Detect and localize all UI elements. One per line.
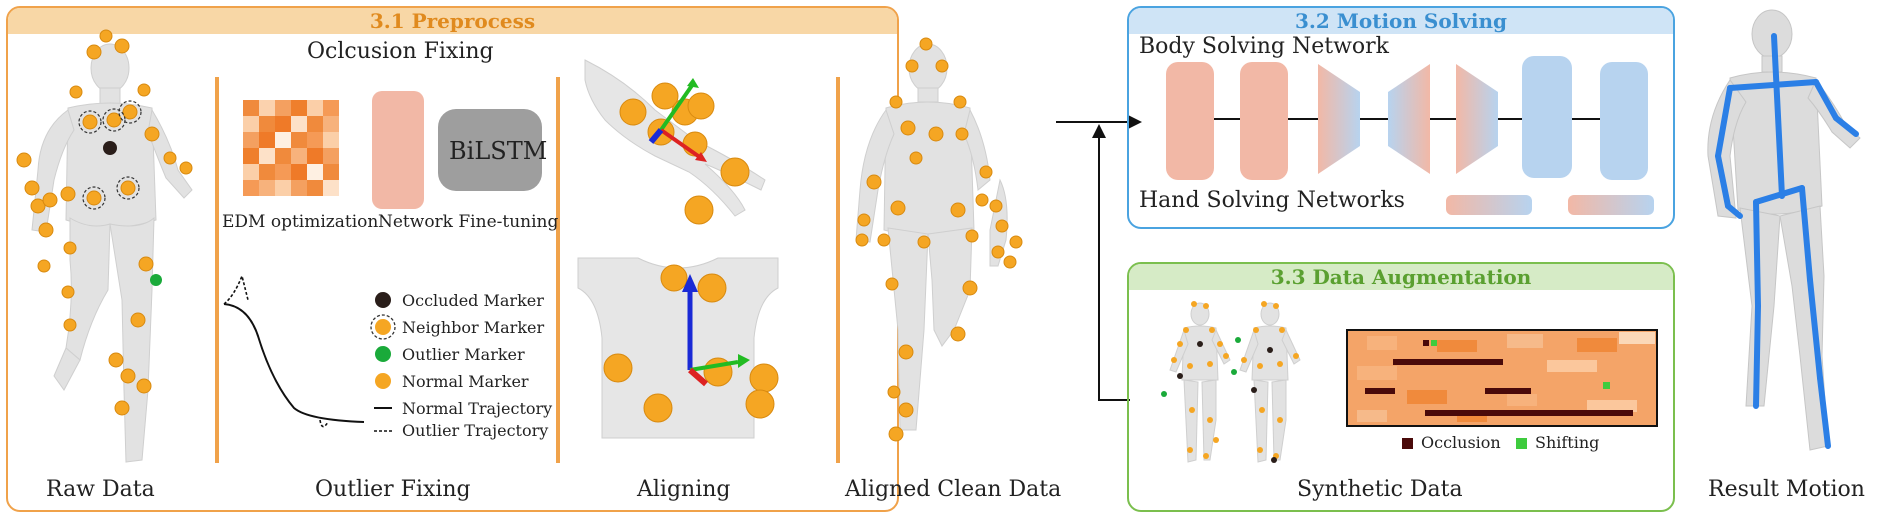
aligned-clean-label: Aligned Clean Data: [845, 477, 1062, 502]
hand-net-bar-2: [1568, 195, 1654, 215]
aligning-torso-figure: [577, 257, 779, 439]
body-net-decoder: [1456, 64, 1498, 174]
result-motion-label: Result Motion: [1708, 477, 1865, 502]
skeleton-right-arm: [1813, 79, 1839, 121]
skeleton-spine: [1771, 33, 1785, 199]
skeleton-hips: [1753, 185, 1805, 205]
aligning-hand-figure: [584, 59, 766, 225]
finetune-label: Network Fine-tuning: [378, 212, 559, 232]
normal-trajectory-curve: [223, 303, 365, 423]
hand-network-diagram: [1446, 195, 1654, 215]
shifting-legend-label: Shifting: [1535, 433, 1600, 452]
occlusion-bar-4: [1425, 410, 1633, 416]
skeleton-left-leg: [1753, 199, 1761, 309]
outlier-trajectory-curve: [223, 273, 249, 305]
legend-outlier: Outlier Marker: [402, 345, 525, 364]
trajectory-plot: [223, 273, 365, 428]
occlusion-fixing-label: Oclcusion Fixing: [307, 39, 494, 64]
legend-normal-trajectory: Normal Trajectory: [402, 399, 553, 418]
body-net-block-3: [1522, 56, 1572, 178]
synthetic-figures: [1161, 301, 1301, 463]
augmentation-heatmap: [1346, 329, 1658, 427]
result-motion-figure: [1707, 9, 1861, 451]
occlusion-bar-3: [1485, 388, 1531, 394]
body-net-block-4: [1600, 62, 1648, 180]
motion-solving-panel: 3.2 Motion Solving: [1127, 6, 1675, 229]
body-solving-label: Body Solving Network: [1139, 34, 1390, 59]
skeleton-shoulders: [1727, 79, 1819, 91]
edm-label: EDM optimization: [222, 212, 379, 232]
occlusion-bar-1: [1393, 359, 1503, 365]
divider-1: [215, 77, 219, 463]
occlusion-legend-label: Occlusion: [1421, 433, 1501, 452]
hand-net-bar-1: [1446, 195, 1532, 215]
legend-occluded: Occluded Marker: [402, 291, 544, 310]
occlusion-bar-5: [1423, 340, 1429, 346]
shifting-legend-swatch: [1516, 438, 1527, 449]
edm-matrix: [243, 100, 339, 196]
bilstm-box: [438, 109, 542, 191]
outlier-fixing-label: Outlier Fixing: [315, 477, 471, 502]
finetune-network-box: [372, 91, 424, 209]
legend-neighbor-dot: [375, 319, 391, 335]
raw-data-figure: [16, 29, 193, 463]
skeleton-right-leg: [1799, 185, 1813, 283]
synthetic-data-label: Synthetic Data: [1297, 477, 1463, 502]
occlusion-bar-2: [1365, 388, 1395, 394]
legend-occluded-dot: [375, 292, 391, 308]
augmentation-title: 3.3 Data Augmentation: [1129, 264, 1673, 290]
augmentation-panel: 3.3 Data Augmentation: [1127, 262, 1675, 512]
body-net-block-1: [1166, 62, 1214, 180]
legend-normal: Normal Marker: [402, 372, 529, 391]
legend-outlier-trajectory: Outlier Trajectory: [402, 421, 549, 440]
body-net-block-2: [1240, 62, 1288, 180]
shifting-cell-1: [1431, 340, 1437, 346]
body-net-encoder: [1318, 64, 1360, 174]
motion-solving-title: 3.2 Motion Solving: [1129, 8, 1673, 34]
body-net-bottleneck: [1388, 64, 1430, 174]
occlusion-legend-swatch: [1402, 438, 1413, 449]
legend-neighbor: Neighbor Marker: [402, 318, 545, 337]
bilstm-label: BiLSTM: [449, 137, 548, 165]
body-network-diagram: [1166, 56, 1648, 180]
legend-symbols: [370, 292, 396, 432]
preprocess-panel: 3.1 Preprocess: [6, 6, 899, 512]
shifting-cell-2: [1603, 382, 1610, 389]
divider-2: [556, 77, 560, 463]
divider-3: [836, 77, 840, 463]
aligning-label: Aligning: [637, 477, 731, 502]
aligned-clean-figure: [855, 37, 1023, 442]
legend-normal-dot: [375, 373, 391, 389]
preprocess-title: 3.1 Preprocess: [8, 8, 897, 34]
raw-data-label: Raw Data: [46, 477, 155, 502]
hand-solving-label: Hand Solving Networks: [1139, 188, 1405, 213]
legend-outlier-dot: [375, 346, 391, 362]
skeleton-left-arm: [1715, 85, 1733, 159]
